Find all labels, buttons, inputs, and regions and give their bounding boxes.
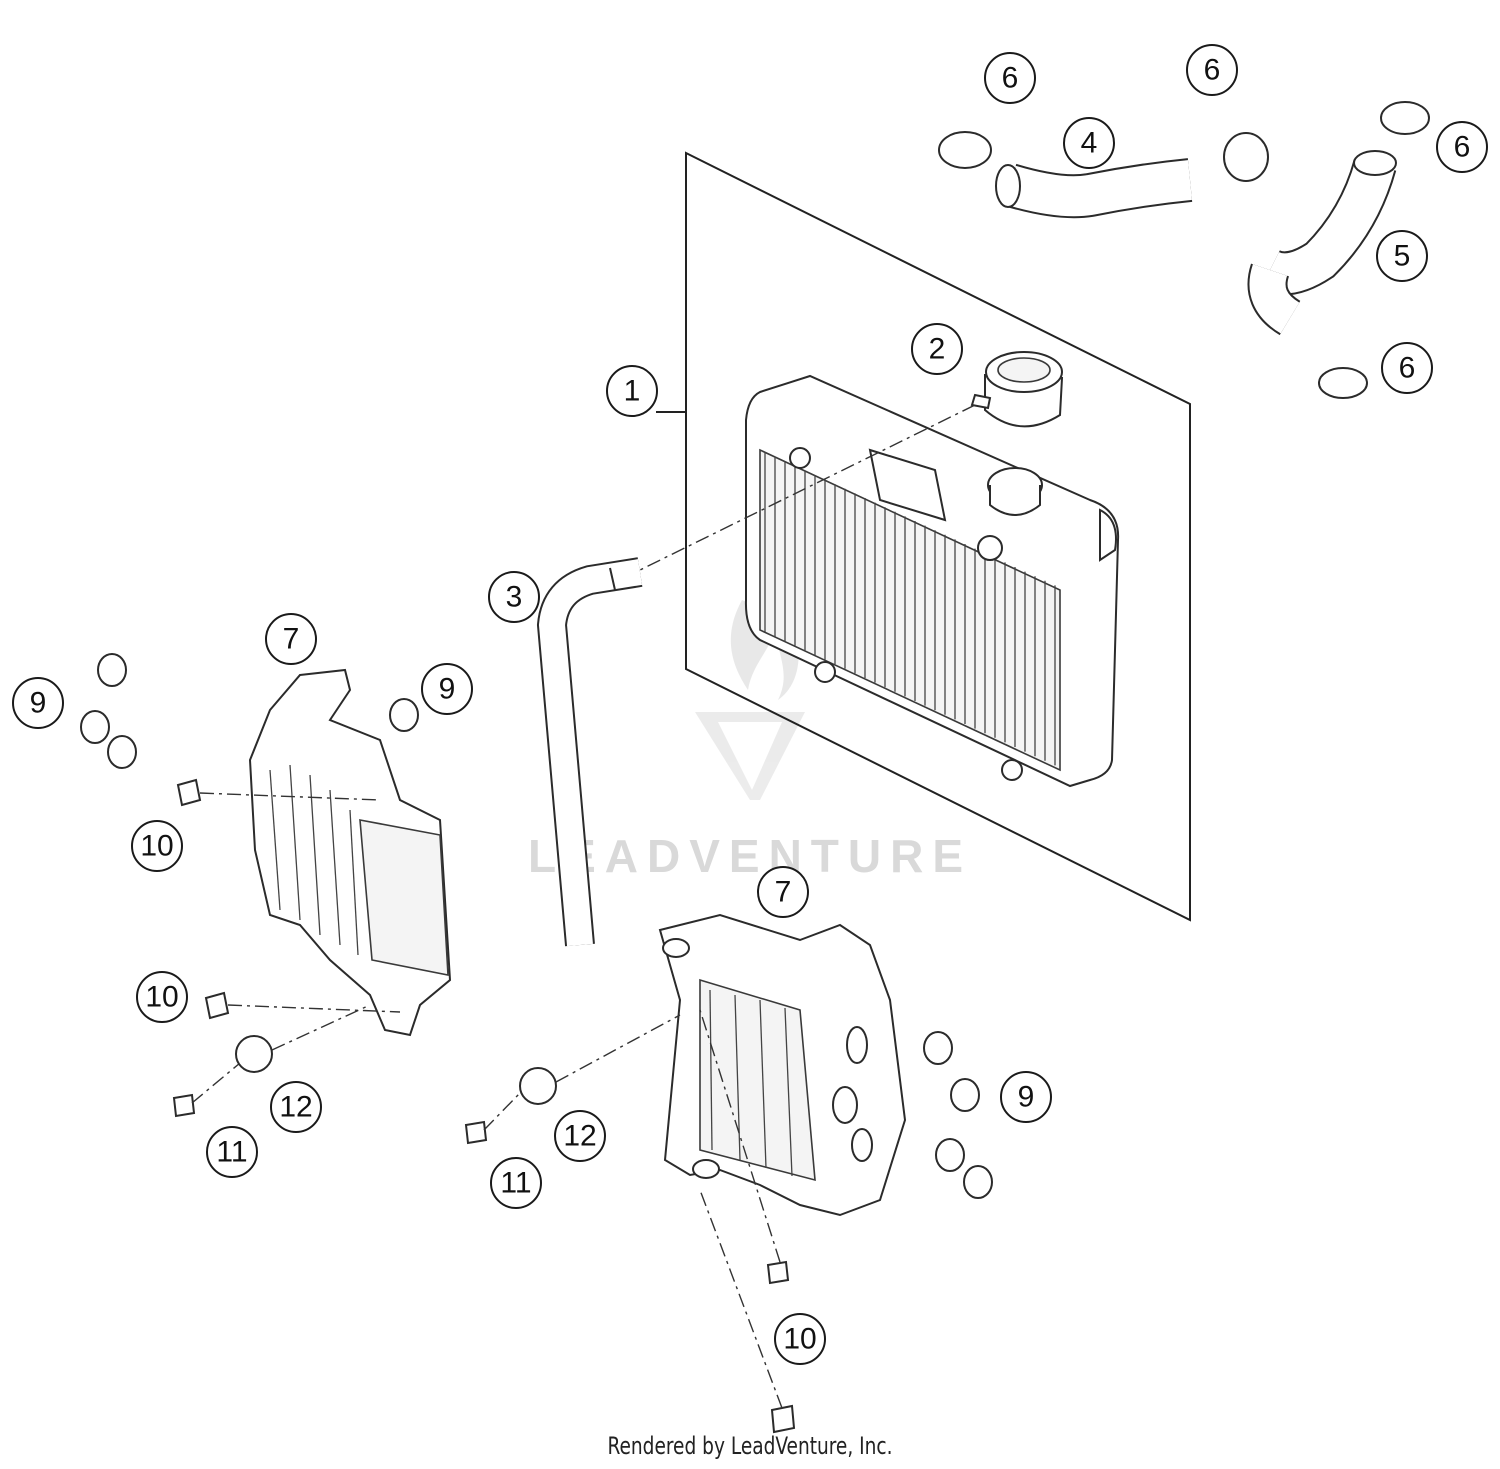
radiator (744, 374, 1120, 788)
svg-text:6: 6 (1002, 62, 1019, 95)
svg-text:9: 9 (1018, 1081, 1035, 1114)
callout-12[interactable]: 12 (270, 1081, 322, 1133)
callout-6[interactable]: 6 (1436, 121, 1488, 173)
svg-text:11: 11 (500, 1167, 531, 1200)
svg-text:2: 2 (929, 333, 946, 366)
callout-6[interactable]: 6 (1381, 342, 1433, 394)
svg-text:10: 10 (145, 981, 178, 1014)
callout-4[interactable]: 4 (1063, 117, 1115, 169)
svg-text:12: 12 (563, 1120, 596, 1153)
svg-text:7: 7 (775, 876, 792, 909)
callout-11[interactable]: 11 (206, 1126, 258, 1178)
callout-1[interactable]: 1 (606, 365, 658, 417)
callout-7[interactable]: 7 (757, 866, 809, 918)
callout-6[interactable]: 6 (984, 52, 1036, 104)
callout-5[interactable]: 5 (1376, 230, 1428, 282)
leadventure-logo-watermark (695, 600, 805, 800)
callout-7[interactable]: 7 (265, 613, 317, 665)
svg-text:3: 3 (506, 581, 523, 614)
leader-line-cap (639, 404, 976, 571)
callout-6[interactable]: 6 (1186, 44, 1238, 96)
svg-text:12: 12 (279, 1091, 312, 1124)
radiator-hose-lower (1247, 150, 1397, 336)
callout-9[interactable]: 9 (1000, 1071, 1052, 1123)
hose-clamp (938, 101, 1430, 399)
svg-text:6: 6 (1399, 352, 1416, 385)
overflow-hose (536, 557, 643, 947)
callout-10[interactable]: 10 (131, 820, 183, 872)
svg-text:6: 6 (1454, 131, 1471, 164)
svg-text:1: 1 (624, 375, 641, 408)
svg-text:9: 9 (439, 673, 456, 706)
svg-text:9: 9 (30, 687, 47, 720)
small-nut (172, 1062, 521, 1145)
svg-text:10: 10 (783, 1323, 816, 1356)
callout-11[interactable]: 11 (490, 1157, 542, 1209)
svg-text:4: 4 (1081, 127, 1098, 160)
callout-9[interactable]: 9 (12, 677, 64, 729)
rubber-grommet (235, 1004, 681, 1105)
nut (80, 653, 993, 1199)
callout-10[interactable]: 10 (136, 971, 188, 1023)
radiator-cap (970, 351, 1064, 428)
footer-credit: Rendered by LeadVenture, Inc. (607, 1432, 893, 1460)
svg-text:10: 10 (140, 830, 173, 863)
svg-text:7: 7 (283, 623, 300, 656)
callout-2[interactable]: 2 (911, 323, 963, 375)
callout-3[interactable]: 3 (488, 571, 540, 623)
radiator-assembly-frame (685, 151, 1191, 922)
callout-12[interactable]: 12 (554, 1110, 606, 1162)
radiator-shroud-right (658, 913, 907, 1217)
radiator-hose-upper (995, 158, 1193, 219)
svg-text:6: 6 (1204, 54, 1221, 87)
svg-text:11: 11 (216, 1136, 247, 1169)
callout-10[interactable]: 10 (774, 1313, 826, 1365)
bolt (176, 778, 796, 1434)
callout-9[interactable]: 9 (421, 663, 473, 715)
svg-text:5: 5 (1394, 240, 1411, 273)
watermark-text: LEADVENTURE (528, 830, 972, 882)
radiator-shroud-left (248, 668, 452, 1037)
